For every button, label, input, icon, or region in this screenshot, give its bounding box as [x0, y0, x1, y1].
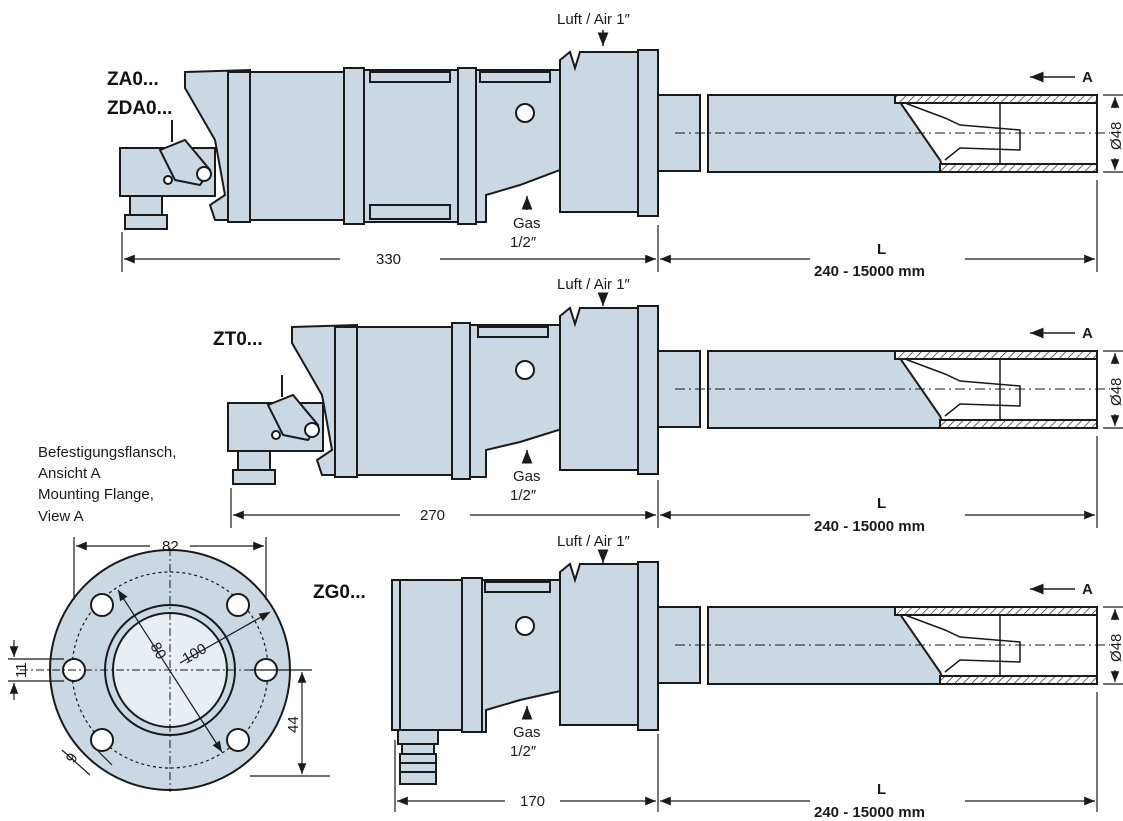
tube-length-range: 240 - 15000 mm [814, 518, 925, 535]
flange-caption-line-3: Mounting Flange, [38, 486, 154, 503]
length-dimension [121, 180, 1098, 272]
flange-hole-label: 9 [63, 750, 82, 766]
length-value: 330 [376, 251, 401, 268]
variant-zt0-label: ZT0... [213, 329, 263, 350]
ignition-connector [227, 375, 324, 485]
length-value: 170 [520, 793, 545, 810]
variant-zg0-label: ZG0... [313, 582, 366, 603]
burner-housing [391, 561, 701, 733]
flange-width-label: 82 [162, 538, 179, 555]
air-label: Luft / Air 1″ [557, 533, 631, 550]
flange-height-label: 44 [285, 716, 302, 733]
gas-label: Gas [513, 215, 541, 232]
bolt-hole [90, 728, 114, 752]
burner-tube [675, 606, 1110, 685]
flange-caption-line-1: Befestigungsflansch, [38, 444, 176, 461]
diameter-dimension [1103, 606, 1123, 685]
flange-caption-line-4: View A [38, 508, 84, 525]
bolt-hole [226, 728, 250, 752]
diameter-dimension [1103, 350, 1123, 429]
variant-zda0-label: ZDA0... [107, 98, 172, 119]
length-dimension [394, 692, 1098, 812]
view-label: A [1082, 325, 1093, 342]
diameter-label: Ø48 [1108, 634, 1123, 662]
variant-zt0: ZT0... [213, 276, 1123, 535]
tube-length-symbol: L [877, 495, 886, 512]
bolt-hole [90, 593, 114, 617]
flange-dimensions [8, 537, 330, 777]
gas-label: Gas [513, 724, 541, 741]
view-label: A [1082, 581, 1093, 598]
flange-caption-line-2: Ansicht A [38, 465, 101, 482]
burner-housing [291, 305, 701, 480]
tube-length-symbol: L [877, 781, 886, 798]
ignition-connector [397, 729, 439, 785]
burner-tube [675, 94, 1110, 173]
tube-length-symbol: L [877, 241, 886, 258]
variant-za0-label: ZA0... [107, 69, 159, 90]
diameter-label: Ø48 [1108, 378, 1123, 406]
variant-zg0: ZG0... Luft / Air 1 [313, 533, 1123, 821]
flange-offset-label: 11 [13, 662, 30, 678]
gas-size-label: 1/2″ [510, 487, 537, 504]
diameter-dimension [1103, 94, 1123, 173]
diameter-label: Ø48 [1108, 122, 1123, 150]
gas-size-label: 1/2″ [510, 234, 537, 251]
view-label: A [1082, 69, 1093, 86]
length-value: 270 [420, 507, 445, 524]
flange-inner-label: 80 [147, 640, 170, 663]
length-dimension [230, 436, 1098, 528]
gas-label: Gas [513, 468, 541, 485]
bolt-hole [226, 593, 250, 617]
burner-tube [675, 350, 1110, 429]
tube-length-range: 240 - 15000 mm [814, 263, 925, 280]
burner-housing [184, 49, 701, 225]
gas-size-label: 1/2″ [510, 743, 537, 760]
tube-length-range: 240 - 15000 mm [814, 804, 925, 821]
air-label: Luft / Air 1″ [557, 11, 631, 28]
air-label: Luft / Air 1″ [557, 276, 631, 293]
mounting-flange-view: Befestigungsflansch, Ansicht A Mounting … [8, 444, 330, 792]
variant-za0: ZA0... ZDA0... [107, 11, 1123, 280]
ignition-connector [119, 120, 216, 230]
